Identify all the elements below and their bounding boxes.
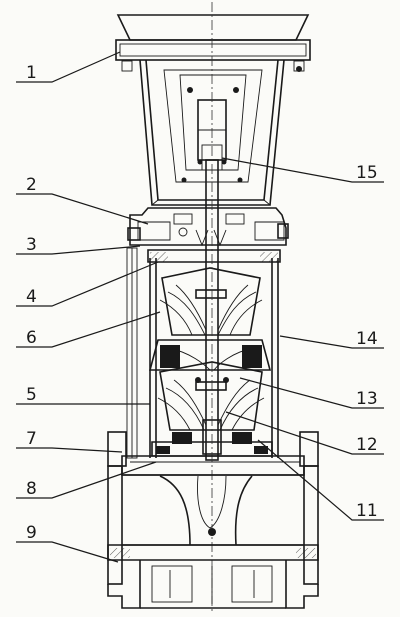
motor-base-cone	[116, 14, 310, 41]
callout-label: 2	[26, 175, 37, 195]
shaft	[202, 2, 222, 612]
callout-1: 1	[16, 51, 121, 83]
callout-8: 8	[16, 461, 157, 499]
callout-3: 3	[16, 235, 141, 255]
callout-14: 14	[279, 329, 384, 349]
callout-label: 15	[356, 163, 378, 183]
outlet-flange	[303, 465, 319, 585]
callout-label: 14	[356, 329, 378, 349]
impeller-stack	[148, 267, 273, 457]
callout-11: 11	[257, 439, 384, 521]
callout-label: 8	[26, 479, 37, 499]
callout-5: 5	[16, 385, 150, 405]
callout-2: 2	[16, 175, 149, 225]
callout-label: 13	[356, 389, 378, 409]
callout-label: 6	[26, 328, 37, 348]
cover-body	[129, 207, 287, 246]
impeller-stage	[161, 267, 261, 336]
pump-base	[107, 431, 319, 609]
callout-label: 12	[356, 435, 378, 455]
callout-15: 15	[221, 157, 384, 183]
callout-6: 6	[16, 311, 161, 348]
callout-9: 9	[16, 523, 119, 563]
callout-label: 11	[356, 501, 378, 521]
callout-label: 4	[26, 287, 37, 307]
callout-label: 3	[26, 235, 37, 255]
callout-label: 1	[26, 63, 37, 83]
pump-cover	[127, 207, 289, 247]
motor-stand	[115, 14, 311, 206]
callout-4: 4	[16, 261, 159, 307]
callout-12: 12	[225, 411, 384, 455]
top-flange	[115, 39, 311, 61]
callout-label: 9	[26, 523, 37, 543]
callout-label: 7	[26, 429, 37, 449]
pump-barrel	[126, 247, 281, 459]
inlet-flange	[107, 465, 123, 585]
callout-7: 7	[16, 429, 123, 453]
callout-13: 13	[239, 377, 384, 409]
callout-label: 5	[26, 385, 37, 405]
callouts: 1 2 3 4 6 5 7	[16, 51, 384, 563]
